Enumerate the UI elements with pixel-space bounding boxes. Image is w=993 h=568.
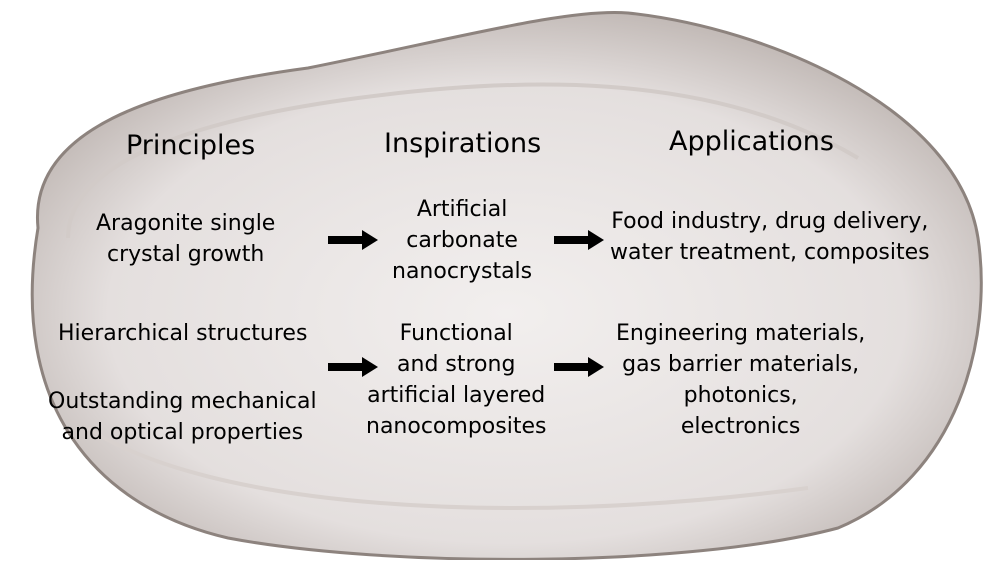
shell-background (30, 10, 983, 560)
text-line: nanocrystals (392, 259, 533, 284)
text-line: photonics, (683, 383, 798, 408)
text-line: Functional (399, 321, 513, 346)
row2-inspiration: Functional and strong artificial layered… (366, 318, 546, 442)
text-line: carbonate (406, 228, 518, 253)
row2-application: Engineering materials, gas barrier mater… (616, 318, 865, 442)
arrow-right-icon (554, 357, 604, 377)
row1-principle: Aragonite single crystal growth (96, 208, 275, 270)
row1-inspiration: Artificial carbonate nanocrystals (392, 194, 532, 287)
row1-application: Food industry, drug delivery, water trea… (610, 206, 930, 268)
text-line: Food industry, drug delivery, (611, 209, 929, 234)
header-inspirations: Inspirations (384, 128, 542, 159)
text-line: nanocomposites (366, 414, 547, 439)
text-line: artificial layered (367, 383, 546, 408)
text-line: Engineering materials, (616, 321, 866, 346)
row2-principle-b: Outstanding mechanical and optical prope… (48, 386, 317, 448)
text-line: and strong (397, 352, 516, 377)
text-line: electronics (680, 414, 801, 439)
arrow-right-icon (328, 230, 378, 250)
arrow-right-icon (554, 230, 604, 250)
header-applications: Applications (669, 126, 834, 157)
text-line: crystal growth (106, 242, 265, 267)
text-line: Artificial (416, 197, 508, 222)
text-line: water treatment, composites (610, 240, 930, 265)
text-line: Aragonite single (96, 211, 276, 236)
header-principles: Principles (126, 130, 256, 161)
text-line: Outstanding mechanical (48, 389, 317, 414)
text-line: gas barrier materials, (622, 352, 860, 377)
text-line: and optical properties (61, 420, 304, 445)
arrow-right-icon (328, 357, 378, 377)
row2-principle-a: Hierarchical structures (58, 321, 308, 346)
